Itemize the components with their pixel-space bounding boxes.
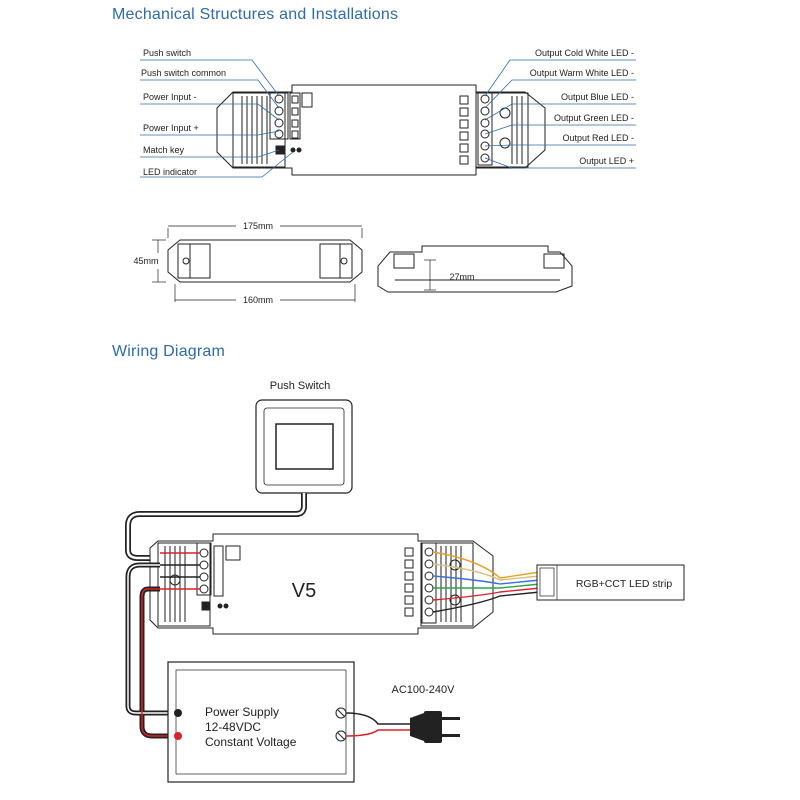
label-power-input-pos: Power Input + — [143, 123, 199, 133]
controller-v5 — [149, 533, 494, 635]
label-red: Output Red LED - — [562, 133, 634, 143]
label-push-switch-common: Push switch common — [141, 68, 226, 78]
controller-model-label: V5 — [292, 580, 316, 602]
label-green: Output Green LED - — [554, 113, 634, 123]
controller-power-wires — [160, 552, 200, 590]
dim-height: 27mm — [449, 272, 474, 282]
label-push-switch: Push switch — [143, 48, 191, 58]
label-blue: Output Blue LED - — [561, 92, 634, 102]
led-strip — [536, 564, 685, 601]
output-wires — [432, 551, 541, 613]
psu-label-line1: Power Supply — [205, 705, 279, 719]
wiring-section-title: Wiring Diagram — [112, 343, 226, 360]
controller-dimension-top — [152, 225, 363, 302]
label-cold-white: Output Cold White LED - — [535, 48, 634, 58]
push-switch-label: Push Switch — [270, 380, 331, 392]
push-switch — [255, 399, 353, 494]
dim-width: 45mm — [133, 256, 158, 266]
label-led-indicator: LED indicator — [143, 167, 197, 177]
label-led-pos: Output LED + — [579, 156, 634, 166]
label-power-input-neg: Power Input - — [143, 92, 197, 102]
psu-label-line2: 12-48VDC — [205, 720, 261, 734]
psu-label-line3: Constant Voltage — [205, 735, 297, 749]
controller-dimension-side — [377, 245, 573, 293]
dim-length-inner: 160mm — [243, 295, 273, 305]
ac-voltage-label: AC100-240V — [392, 684, 456, 696]
power-supply — [167, 661, 355, 783]
label-match-key: Match key — [143, 145, 185, 155]
dim-length-outer: 175mm — [243, 221, 273, 231]
ac-wires — [345, 712, 410, 737]
left-leader-lines — [140, 59, 294, 178]
right-leader-lines — [484, 59, 636, 169]
mechanical-section-title: Mechanical Structures and Installations — [112, 6, 399, 23]
led-strip-label: RGB+CCT LED strip — [576, 578, 673, 590]
ac-plug — [410, 711, 460, 743]
label-warm-white: Output Warm White LED - — [530, 68, 634, 78]
